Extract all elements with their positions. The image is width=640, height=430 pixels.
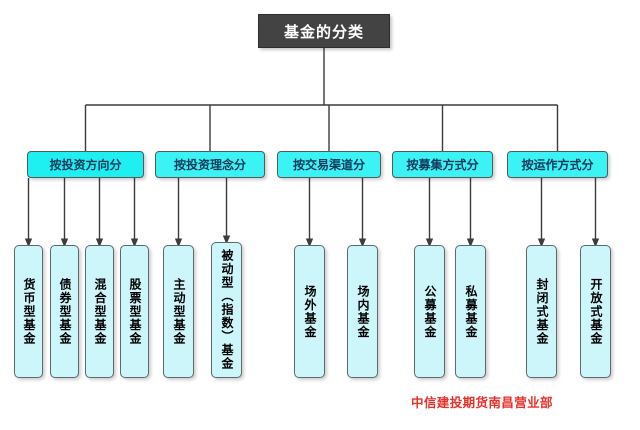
leaf-box-0-0[interactable]: 货币型基金	[14, 245, 43, 378]
leaf-label: 债券型基金	[57, 277, 72, 346]
leaf-box-2-1[interactable]: 场内基金	[347, 245, 378, 378]
root-title-box: 基金的分类	[258, 14, 390, 48]
leaf-label: 私募基金	[463, 284, 478, 339]
leaf-box-1-1[interactable]: 被动型（指数）基金	[211, 242, 242, 378]
leaf-box-0-2[interactable]: 混合型基金	[85, 245, 114, 378]
category-box-4[interactable]: 按运作方式分	[507, 151, 608, 178]
leaf-label: 开放式基金	[588, 277, 603, 346]
leaf-label: 货币型基金	[21, 277, 36, 346]
leaf-box-3-0[interactable]: 公募基金	[414, 245, 445, 378]
leaf-label: 场外基金	[302, 284, 317, 339]
leaf-label: 公募基金	[422, 284, 437, 339]
category-label: 按交易渠道分	[292, 158, 365, 172]
leaf-box-4-0[interactable]: 封闭式基金	[526, 245, 557, 378]
category-box-0[interactable]: 按投资方向分	[27, 151, 144, 178]
category-box-1[interactable]: 按投资理念分	[155, 151, 265, 178]
leaf-box-3-1[interactable]: 私募基金	[455, 245, 486, 378]
leaf-box-0-3[interactable]: 股票型基金	[120, 245, 149, 378]
leaf-label: 被动型（指数）基金	[219, 249, 234, 371]
category-box-2[interactable]: 按交易渠道分	[277, 151, 381, 178]
category-label: 按投资理念分	[173, 158, 246, 172]
category-label: 按运作方式分	[521, 158, 594, 172]
leaf-label: 混合型基金	[92, 277, 107, 346]
root-title-label: 基金的分类	[283, 22, 364, 41]
leaf-label: 股票型基金	[127, 277, 142, 346]
leaf-box-4-1[interactable]: 开放式基金	[580, 245, 611, 378]
leaf-box-2-0[interactable]: 场外基金	[294, 245, 325, 378]
leaf-box-0-1[interactable]: 债券型基金	[50, 245, 79, 378]
category-label: 按募集方式分	[406, 158, 479, 172]
leaf-box-1-0[interactable]: 主动型基金	[163, 245, 194, 378]
category-box-3[interactable]: 按募集方式分	[392, 151, 493, 178]
leaf-label: 主动型基金	[171, 277, 186, 346]
footer-branding-note: 中信建投期货南昌营业部	[411, 395, 553, 410]
leaf-label: 场内基金	[355, 284, 370, 339]
leaf-label: 封闭式基金	[534, 277, 549, 346]
category-label: 按投资方向分	[49, 158, 122, 172]
